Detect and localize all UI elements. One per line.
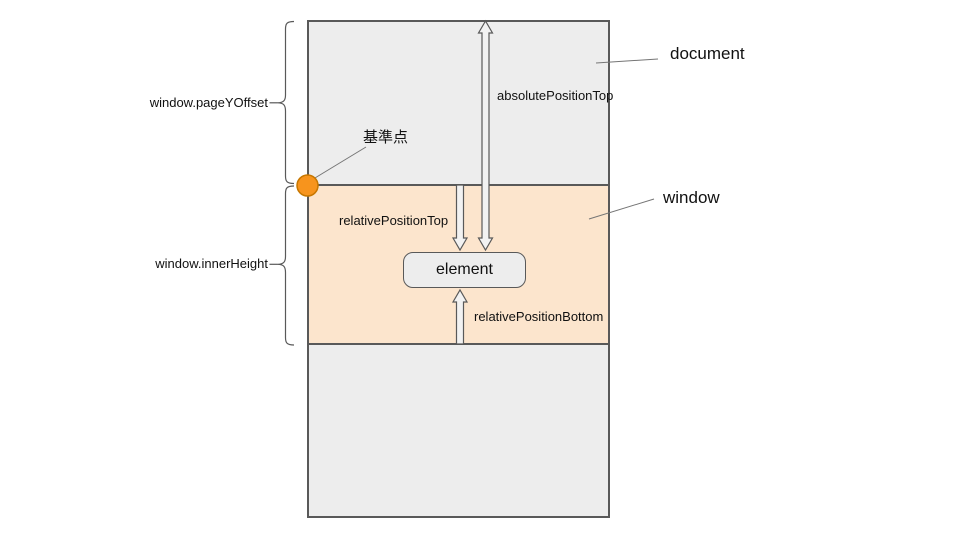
element-label: element xyxy=(436,261,493,278)
relative-position-bottom-arrow xyxy=(451,288,469,345)
page-y-offset-label: window.pageYOffset xyxy=(149,95,268,110)
inner-height-label: window.innerHeight xyxy=(155,256,268,271)
reference-point-label: 基準点 xyxy=(363,129,409,146)
relative-position-top-arrow xyxy=(451,184,469,252)
window-label: window xyxy=(663,188,720,207)
reference-point-dot xyxy=(296,174,319,197)
relative-position-bottom-label: relativePositionBottom xyxy=(474,309,604,324)
element-box: element xyxy=(403,252,526,288)
bracket-page-y-offset xyxy=(277,20,295,185)
bracket-inner-height xyxy=(277,185,295,346)
document-label: document xyxy=(670,44,745,63)
leader-line-reference-point xyxy=(309,146,367,182)
leader-line-document xyxy=(595,58,659,64)
relative-position-top-label: relativePositionTop xyxy=(339,213,449,228)
absolute-position-top-arrow xyxy=(477,19,494,252)
leader-line-window xyxy=(588,198,655,220)
absolute-position-top-label: absolutePositionTop xyxy=(497,88,614,103)
